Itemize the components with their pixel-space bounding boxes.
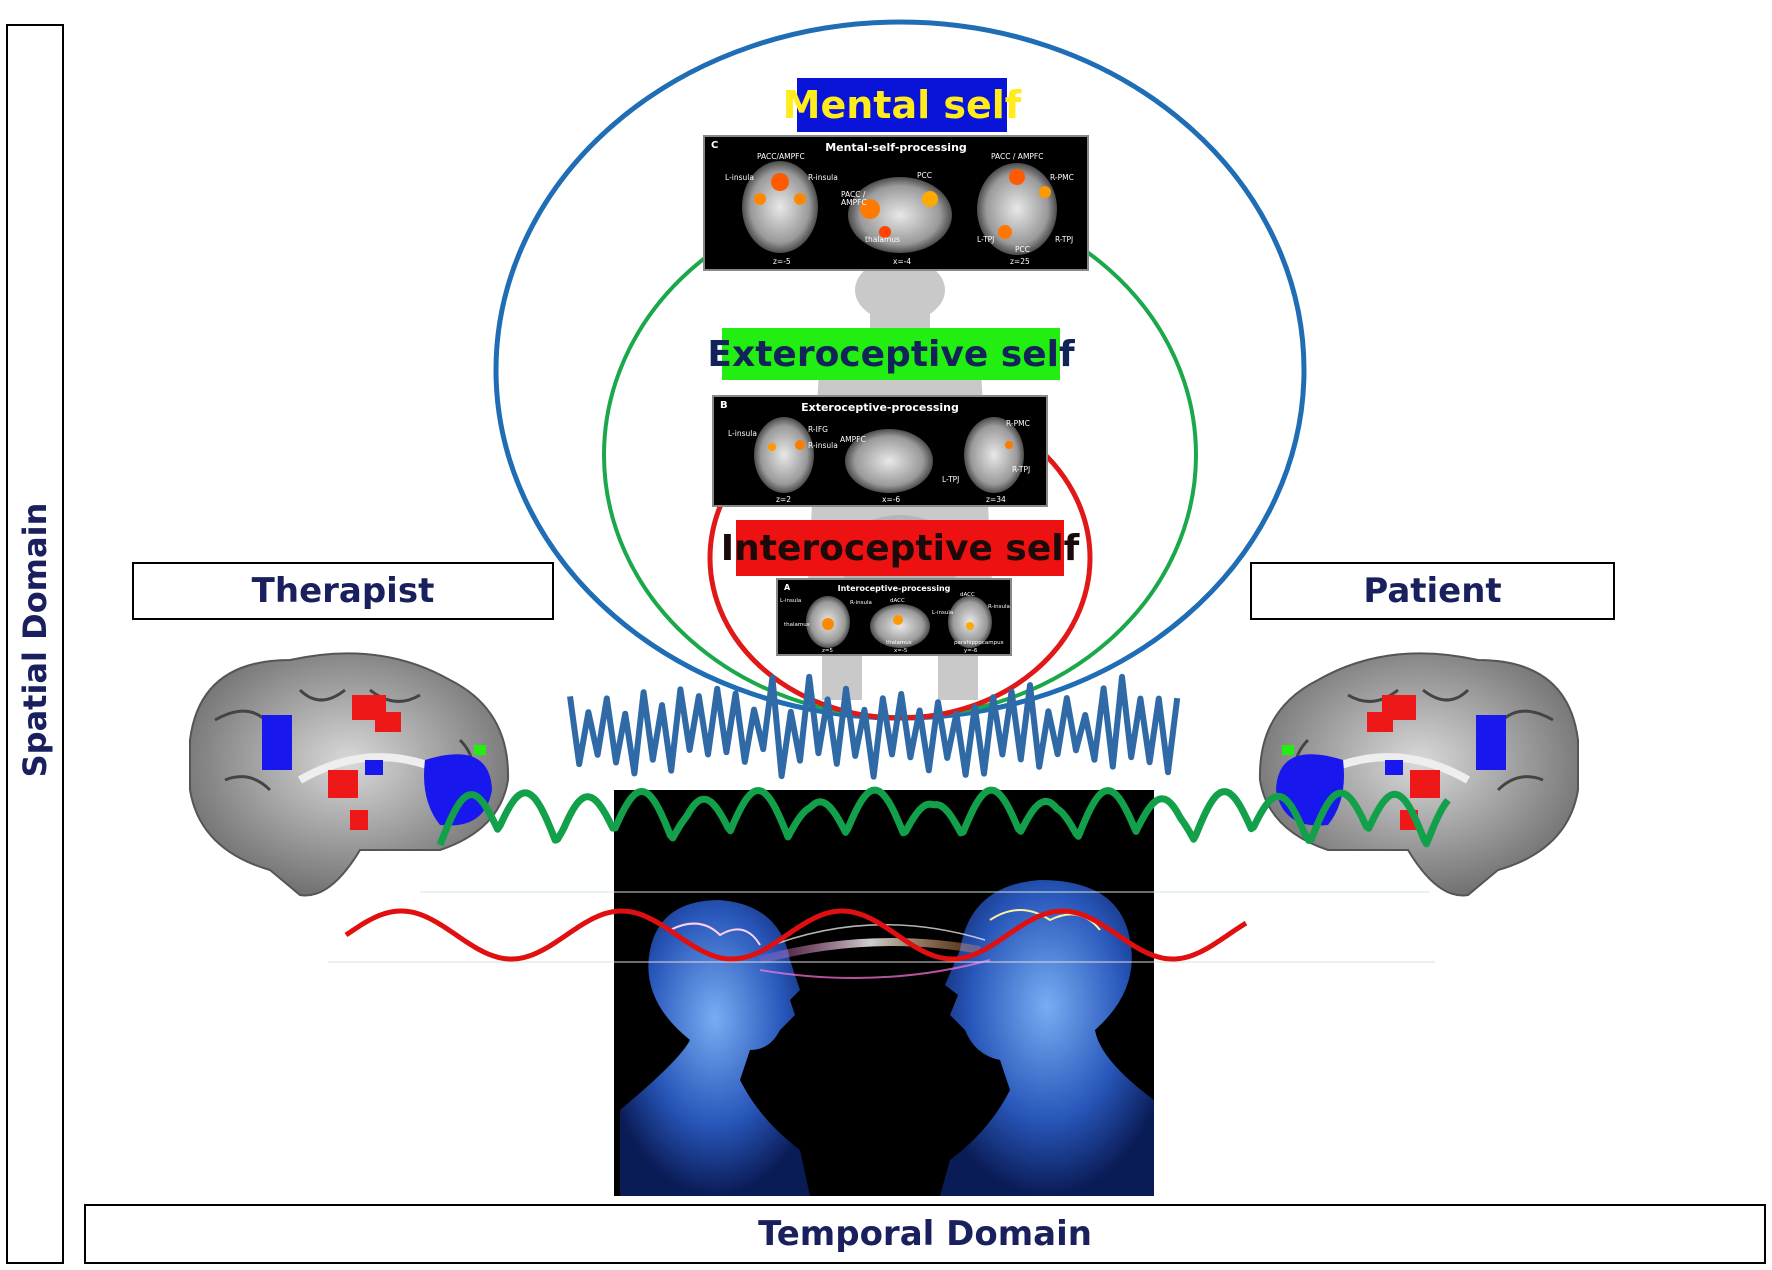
mri-label: R-insula <box>988 604 1010 610</box>
mri-label: R-insula <box>850 600 872 606</box>
therapist-brain <box>189 652 510 897</box>
mri-label: z=34 <box>986 495 1006 504</box>
mri-label: L-insula <box>780 598 802 604</box>
patient-text: Patient <box>1363 571 1502 611</box>
interoceptive-mri-slices <box>806 596 992 648</box>
mri-label: dACC <box>890 598 905 604</box>
temporal-domain-label: Temporal Domain <box>84 1204 1766 1264</box>
mri-label: R-insula <box>808 441 838 450</box>
panel-letter: A <box>784 583 791 592</box>
mri-label: y=-6 <box>964 648 978 654</box>
mri-label: L-insula <box>932 610 954 616</box>
temporal-domain-text: Temporal Domain <box>758 1214 1092 1254</box>
mri-label: PCC <box>917 171 932 180</box>
mri-label: R-PMC <box>1050 173 1074 182</box>
mri-label: L-TPJ <box>977 235 995 244</box>
mri-label: z=5 <box>822 648 833 654</box>
mental-self-mri-panel: C Mental-self-processing PACC/AMPFC L-in… <box>703 135 1089 271</box>
exteroceptive-mri-panel: B Exteroceptive-processing L-insula R-IF… <box>712 395 1048 507</box>
mri-label: z=25 <box>1010 257 1030 266</box>
mri-label: L-insula <box>725 173 754 182</box>
exteroceptive-self-label: Exteroceptive self <box>707 328 1075 380</box>
panel-letter: B <box>720 400 728 411</box>
blue-oscillation-wave <box>567 673 1181 780</box>
mri-label: dACC <box>960 592 975 598</box>
mri-label: R-TPJ <box>1055 235 1074 244</box>
mri-label: parahippocampus <box>954 640 1004 646</box>
mri-label: PACC/AMPFC <box>757 152 805 161</box>
mri-label: thalamus <box>784 622 810 628</box>
mri-label: x=-4 <box>893 257 912 266</box>
spatial-domain-frame <box>6 24 64 1264</box>
mri-label: R-PMC <box>1006 419 1030 428</box>
mri-label: R-IFG <box>808 425 828 434</box>
mental-mri-slices <box>742 161 1057 255</box>
therapist-label: Therapist <box>132 562 554 620</box>
patient-label: Patient <box>1250 562 1615 620</box>
therapist-text: Therapist <box>251 571 435 611</box>
interoceptive-self-label: Interoceptive self <box>721 520 1079 576</box>
panel-title: Exteroceptive-processing <box>801 401 959 414</box>
mri-label: PACC / AMPFC <box>991 152 1044 161</box>
two-heads-illustration <box>614 790 1154 1196</box>
interoceptive-mri-panel: A Interoceptive-processing L-insula R-in… <box>776 578 1012 656</box>
panel-title: Mental-self-processing <box>825 141 967 154</box>
mri-label: AMPFC <box>840 435 866 444</box>
red-oscillation-wave <box>344 908 1248 962</box>
mri-label: PCC <box>1015 245 1030 254</box>
mri-label: thalamus <box>865 235 900 244</box>
green-oscillation-wave <box>436 786 1451 848</box>
exteroceptive-mri-slices <box>754 417 1024 493</box>
mri-label: L-TPJ <box>942 475 960 484</box>
mental-self-label: Mental self <box>783 78 1021 132</box>
mri-label: R-TPJ <box>1012 465 1031 474</box>
mri-label: z=2 <box>776 495 791 504</box>
mri-label: PACC / AMPFC <box>841 190 867 207</box>
mri-label: x=-5 <box>894 648 908 654</box>
mri-label: z=-5 <box>773 257 791 266</box>
panel-title: Interoceptive-processing <box>837 584 951 593</box>
mri-label: x=-6 <box>882 495 901 504</box>
panel-letter: C <box>711 140 719 151</box>
mri-label: R-insula <box>808 173 838 182</box>
patient-brain <box>1258 652 1579 897</box>
mri-label: L-insula <box>728 429 757 438</box>
mri-label: thalamus <box>886 640 912 646</box>
